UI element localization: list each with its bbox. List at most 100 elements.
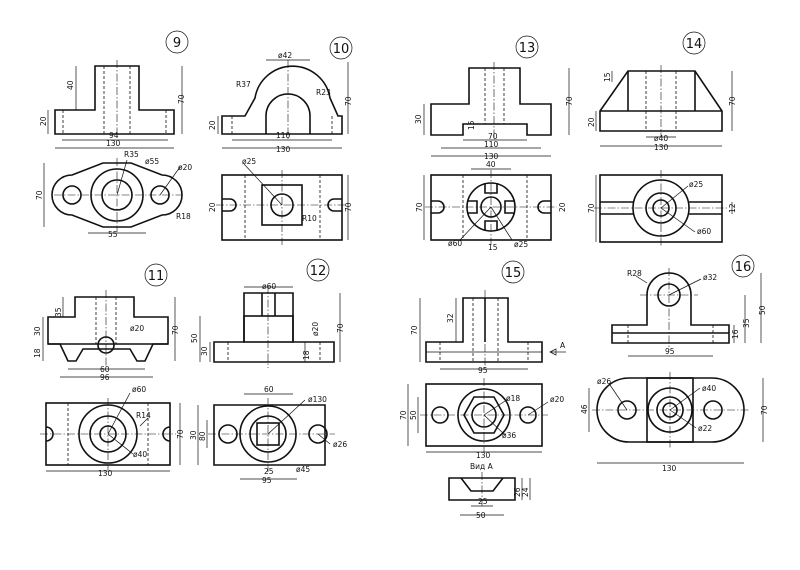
svg-text:70: 70 [171,325,180,335]
drawing-13: 13 70 30 15 70 110 130 40 70 [414,35,574,252]
svg-text:ø40: ø40 [654,134,668,143]
svg-text:40: 40 [66,80,75,90]
svg-text:ø20: ø20 [178,163,192,172]
svg-text:70: 70 [565,96,574,106]
svg-text:ø25: ø25 [689,180,703,189]
svg-text:20: 20 [587,117,596,127]
drawing-number: 14 [686,37,703,52]
view-a-outline [448,477,516,501]
svg-text:25: 25 [264,467,274,476]
drawing-number: 10 [333,42,350,57]
svg-text:20: 20 [208,202,217,212]
svg-text:ø60: ø60 [697,227,711,236]
svg-text:20: 20 [208,120,217,130]
view-arrow-icon [549,348,557,356]
drawing-number-circle [306,258,330,282]
svg-text:ø25: ø25 [514,240,528,249]
svg-text:26: 26 [513,487,522,497]
svg-text:30: 30 [200,346,209,356]
svg-text:130: 130 [476,451,491,460]
svg-text:60: 60 [100,365,110,374]
svg-text:18: 18 [33,348,42,358]
svg-text:35: 35 [54,307,63,317]
top-view-outline [596,377,745,443]
svg-text:20: 20 [39,116,48,126]
svg-text:ø60: ø60 [448,239,462,248]
svg-text:130: 130 [654,143,669,152]
drawing-number: 13 [519,41,536,56]
front-view-outline [47,296,169,362]
drawing-number-circle [501,260,525,284]
svg-text:ø22: ø22 [698,424,712,433]
svg-text:ø60: ø60 [262,282,276,291]
svg-text:70: 70 [177,94,186,104]
svg-text:96: 96 [100,373,110,382]
svg-text:130: 130 [484,152,499,161]
svg-text:95: 95 [478,366,488,375]
svg-text:24: 24 [521,487,530,497]
drawing-number: 11 [148,269,165,284]
view-a-label: Вид А [470,462,494,471]
svg-text:110: 110 [484,140,499,149]
svg-text:70: 70 [336,323,345,333]
svg-text:70: 70 [728,96,737,106]
drawing-10: 10 ø42 R37 R23 70 20 110 130 ø25 20 [208,36,353,245]
svg-text:20: 20 [558,202,567,212]
svg-text:ø20: ø20 [550,395,564,404]
front-view-outline [430,67,552,136]
drawing-number: 12 [310,264,327,279]
svg-text:12: 12 [728,203,737,213]
svg-text:130: 130 [106,139,121,148]
svg-text:95: 95 [262,476,272,485]
drawing-12: 12 ø60 50 30 ø20 70 18 60 ø1 [189,258,347,485]
svg-text:50: 50 [476,511,486,520]
front-view-outline [54,65,175,135]
svg-text:R14: R14 [136,411,151,420]
svg-text:15: 15 [488,243,498,252]
svg-text:ø25: ø25 [242,157,256,166]
svg-text:30: 30 [189,430,198,440]
drawing-number-circle [165,30,189,54]
svg-text:110: 110 [276,131,291,140]
svg-text:70: 70 [587,203,596,213]
svg-text:35: 35 [742,318,751,328]
svg-text:70: 70 [176,429,185,439]
svg-text:ø18: ø18 [506,394,520,403]
svg-text:R28: R28 [627,269,642,278]
drawing-number: 15 [505,266,522,281]
svg-text:ø26: ø26 [597,377,611,386]
svg-text:80: 80 [198,431,207,441]
svg-text:46: 46 [580,404,589,414]
svg-text:55: 55 [108,230,118,239]
svg-text:ø36: ø36 [502,431,516,440]
svg-text:70: 70 [344,96,353,106]
svg-text:130: 130 [98,469,113,478]
svg-text:130: 130 [662,464,677,473]
svg-text:18: 18 [302,350,311,360]
drawing-number: 16 [735,260,752,275]
svg-text:95: 95 [665,347,675,356]
svg-text:70: 70 [415,202,424,212]
svg-text:ø20: ø20 [130,324,144,333]
svg-text:50: 50 [409,410,418,420]
drawing-number-circle [144,263,168,287]
svg-text:16: 16 [731,329,740,339]
svg-text:ø42: ø42 [278,51,292,60]
svg-text:30: 30 [33,326,42,336]
svg-text:R10: R10 [302,214,317,223]
front-view-outline [425,297,543,363]
svg-text:ø32: ø32 [703,273,717,282]
svg-text:25: 25 [478,497,488,506]
svg-text:40: 40 [486,160,496,169]
drawing-number-circle [731,254,755,278]
front-view-outline [611,272,730,344]
top-view-outline [213,404,326,466]
svg-text:А: А [560,341,566,350]
drawing-15: 15 32 70 95 А ø18 ø20 70 [399,260,566,520]
svg-text:94: 94 [109,131,119,140]
svg-text:R23: R23 [316,88,331,97]
drawing-14: 14 15 70 20 ø40 130 ø25 70 1 [587,31,737,247]
drawing-11: 11 35 30 18 ø20 70 60 96 [33,263,185,478]
